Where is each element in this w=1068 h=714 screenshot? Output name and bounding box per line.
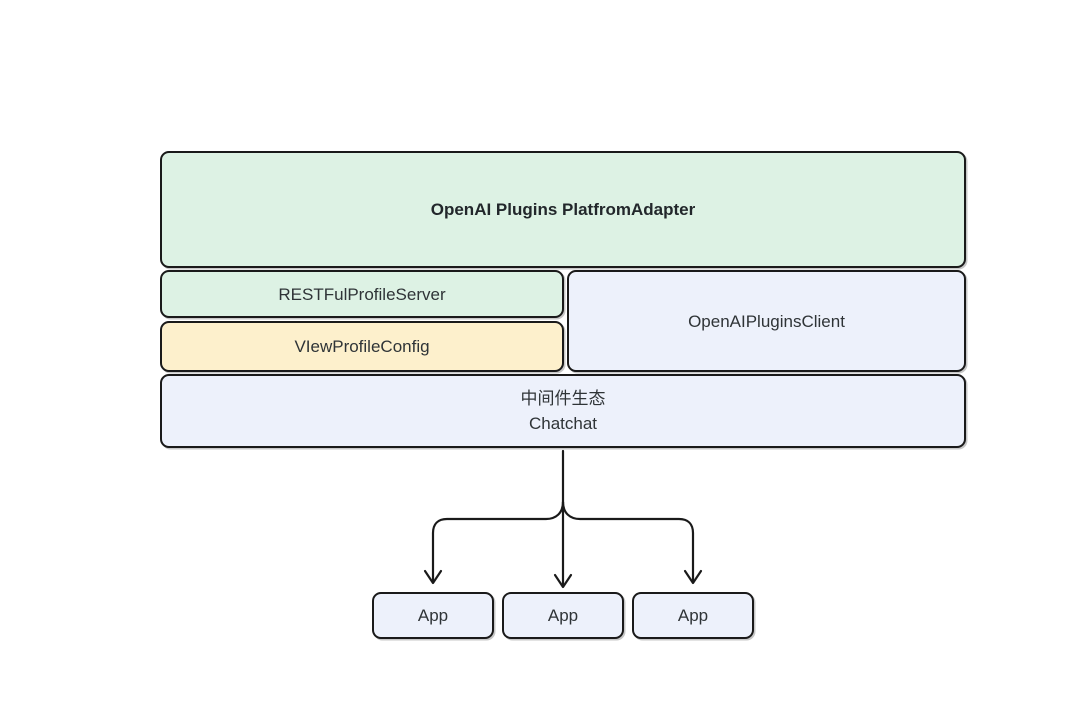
arrowhead-left <box>423 569 443 585</box>
app-box-2: App <box>502 592 624 639</box>
app-label-1: App <box>417 606 449 625</box>
adapter-label: OpenAI Plugins PlatfromAdapter <box>430 200 696 219</box>
plugins-client-box: OpenAIPluginsClient <box>567 270 966 372</box>
view-config-box: VIewProfileConfig <box>160 321 564 372</box>
middleware-label-line1: 中间件生态 <box>520 389 606 408</box>
view-config-label: VIewProfileConfig <box>294 337 430 356</box>
middleware-label-line2: Chatchat <box>528 414 598 433</box>
arrowhead-center <box>553 573 573 589</box>
app-box-1: App <box>372 592 494 639</box>
adapter-box: OpenAI Plugins PlatfromAdapter <box>160 151 966 268</box>
arrow-right <box>561 500 695 584</box>
arrow-left <box>431 500 565 584</box>
middleware-box: 中间件生态 Chatchat <box>160 374 966 448</box>
arrowhead-right <box>683 569 703 585</box>
rest-server-label: RESTFulProfileServer <box>278 284 446 304</box>
rest-server-box: RESTFulProfileServer <box>160 270 564 318</box>
app-label-2: App <box>547 606 579 625</box>
app-label-3: App <box>677 606 709 625</box>
plugins-client-label: OpenAIPluginsClient <box>688 311 845 331</box>
app-box-3: App <box>632 592 754 639</box>
